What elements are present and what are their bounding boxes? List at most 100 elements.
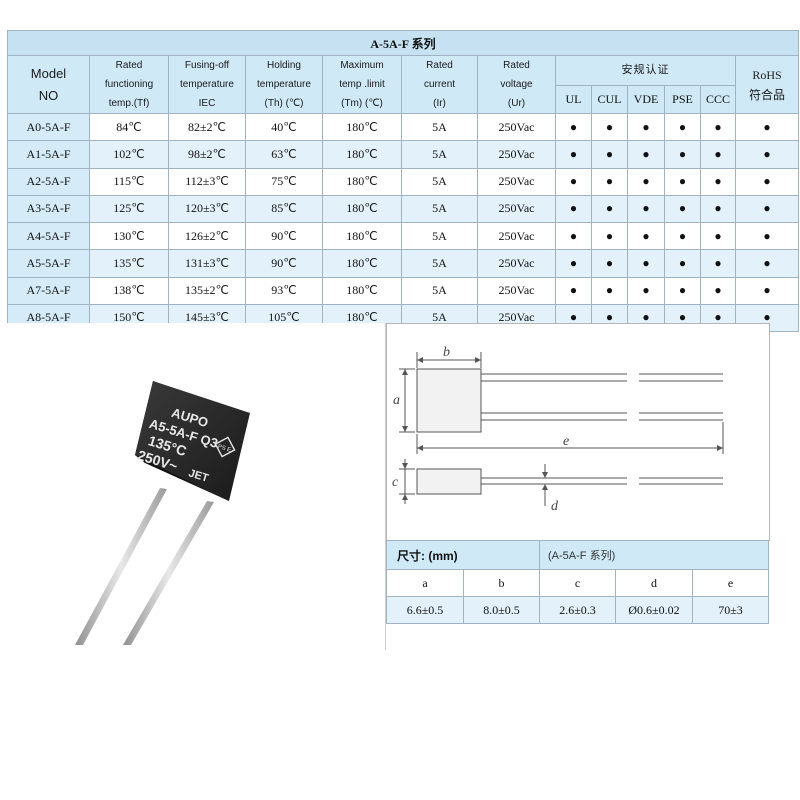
cell-fusing: 82±2℃ — [168, 112, 246, 142]
cell-max: 180℃ — [322, 167, 402, 196]
cell-fusing: 131±3℃ — [168, 249, 246, 278]
cell-fusing: 120±3℃ — [168, 194, 246, 224]
cell-max: 180℃ — [322, 249, 402, 278]
cell-max: 180℃ — [322, 194, 402, 224]
cell-holding: 63℃ — [245, 140, 323, 169]
header-cul: CUL — [591, 85, 628, 114]
cell-fusing: 135±2℃ — [168, 276, 246, 305]
cell-holding: 90℃ — [245, 221, 323, 251]
cell-cul: ● — [591, 221, 628, 251]
cell-max: 180℃ — [322, 276, 402, 305]
cell-model: A5-5A-F — [7, 249, 90, 278]
cell-max: 180℃ — [322, 140, 402, 169]
dim-header-c: c — [539, 569, 617, 597]
cell-ccc: ● — [700, 167, 736, 196]
cell-model: A1-5A-F — [7, 140, 90, 169]
print-maker: JET — [187, 467, 210, 484]
cell-voltage: 250Vac — [477, 194, 556, 224]
header-cert-group: 安规认证 — [555, 54, 736, 87]
cell-ul: ● — [555, 221, 592, 251]
dim-value-a: 6.6±0.5 — [386, 596, 464, 624]
dimension-table: 尺寸: (mm) (A-5A-F 系列) a b c d e 6.6±0.5 8… — [385, 540, 770, 624]
dimension-series: (A-5A-F 系列) — [539, 540, 770, 570]
dim-header-d: d — [615, 569, 694, 597]
cell-current: 5A — [401, 221, 478, 251]
thermal-fuse-illustration: AUPO A5-5A-F Q3 135°C 250V~ JET PS E — [75, 381, 250, 645]
cell-ccc: ● — [700, 112, 736, 142]
cell-ccc: ● — [700, 221, 736, 251]
cell-pse: ● — [664, 249, 701, 278]
cell-cul: ● — [591, 194, 628, 224]
drawing-label-c: c — [392, 475, 399, 490]
cell-ccc: ● — [700, 140, 736, 169]
cell-voltage: 250Vac — [477, 276, 556, 305]
cell-tf: 115℃ — [89, 167, 169, 196]
cell-max: 180℃ — [322, 221, 402, 251]
cell-tf: 84℃ — [89, 112, 169, 142]
cell-rohs: ● — [735, 194, 799, 224]
cell-pse: ● — [664, 167, 701, 196]
cell-voltage: 250Vac — [477, 249, 556, 278]
product-photo: AUPO A5-5A-F Q3 135°C 250V~ JET PS E — [7, 323, 386, 650]
cell-pse: ● — [664, 276, 701, 305]
cell-pse: ● — [664, 140, 701, 169]
header-pse: PSE — [664, 85, 701, 114]
drawing-label-b: b — [443, 345, 450, 360]
dimension-label: 尺寸: (mm) — [385, 540, 541, 570]
cell-tf: 130℃ — [89, 221, 169, 251]
drawing-label-d: d — [551, 499, 559, 514]
cell-holding: 93℃ — [245, 276, 323, 305]
dimension-drawing: b a e c d — [386, 323, 770, 541]
cell-pse: ● — [664, 221, 701, 251]
cell-tf: 135℃ — [89, 249, 169, 278]
cell-tf: 102℃ — [89, 140, 169, 169]
cell-ccc: ● — [700, 276, 736, 305]
cell-holding: 75℃ — [245, 167, 323, 196]
dim-header-b: b — [462, 569, 541, 597]
cell-current: 5A — [401, 167, 478, 196]
cell-vde: ● — [627, 249, 665, 278]
cell-rohs: ● — [735, 249, 799, 278]
cell-rohs: ● — [735, 112, 799, 142]
header-ul: UL — [555, 85, 592, 114]
cell-holding: 40℃ — [245, 112, 323, 142]
cell-ul: ● — [555, 140, 592, 169]
header-ccc: CCC — [700, 85, 736, 114]
dim-header-a: a — [386, 569, 464, 597]
drawing-label-e: e — [563, 434, 569, 449]
cell-ul: ● — [555, 276, 592, 305]
cell-voltage: 250Vac — [477, 112, 556, 142]
cell-cul: ● — [591, 140, 628, 169]
cell-voltage: 250Vac — [477, 167, 556, 196]
cell-current: 5A — [401, 249, 478, 278]
cell-vde: ● — [627, 221, 665, 251]
component-body — [135, 381, 250, 501]
dim-value-b: 8.0±0.5 — [462, 596, 541, 624]
cell-cul: ● — [591, 276, 628, 305]
cell-ul: ● — [555, 112, 592, 142]
drawing-label-a: a — [393, 393, 400, 408]
cell-vde: ● — [627, 167, 665, 196]
dim-value-e: 70±3 — [692, 596, 770, 624]
cell-holding: 90℃ — [245, 249, 323, 278]
cell-model: A2-5A-F — [7, 167, 90, 196]
lead-right — [123, 501, 214, 645]
cell-vde: ● — [627, 276, 665, 305]
cell-ccc: ● — [700, 249, 736, 278]
cell-cul: ● — [591, 112, 628, 142]
cell-current: 5A — [401, 194, 478, 224]
cell-rohs: ● — [735, 167, 799, 196]
